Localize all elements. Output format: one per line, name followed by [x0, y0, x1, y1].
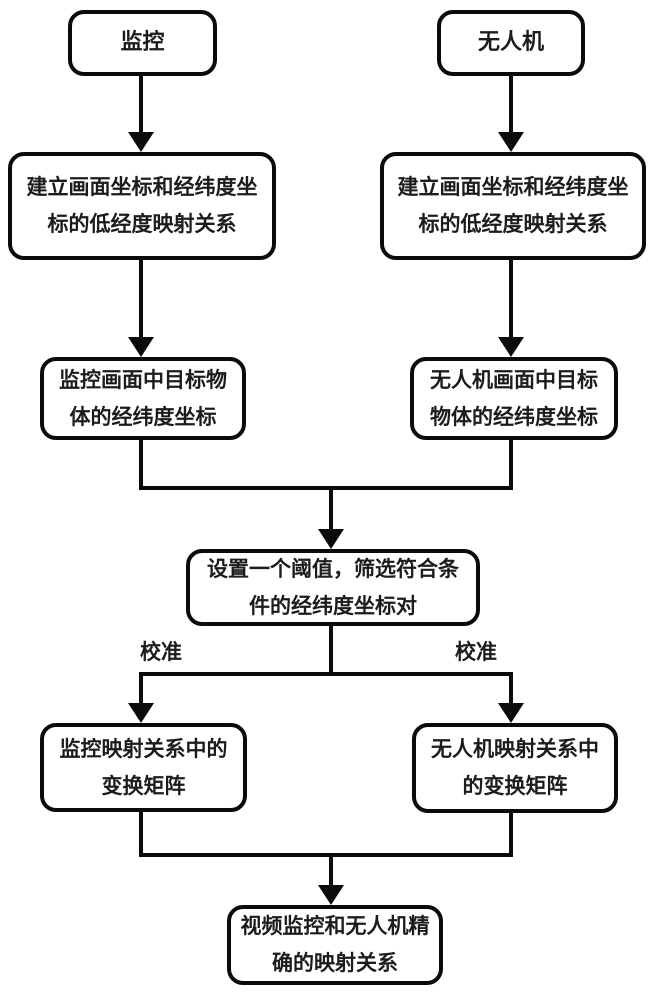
node-threshold-filter: 设置一个阈值，筛选符合条 件的经纬度坐标对 — [186, 549, 480, 626]
merge-right-drop-line — [509, 438, 513, 490]
arrowhead-to-final — [318, 885, 344, 905]
edge-monitor-to-mapping-line — [139, 75, 143, 134]
arrowhead-monitor-to-mapping — [128, 132, 154, 152]
node-drone-lowres-mapping: 建立画面坐标和经纬度坐 标的低经度映射关系 — [380, 152, 646, 260]
node-monitor: 监控 — [68, 10, 217, 76]
node-drone-transform-matrix: 无人机映射关系中 的变换矩阵 — [412, 723, 618, 813]
final-merge-center-line — [329, 853, 333, 887]
branch-right-drop-line — [509, 672, 513, 705]
final-merge-horizontal-line — [139, 853, 513, 857]
final-merge-right-drop-line — [509, 811, 513, 857]
branch-left-drop-line — [139, 672, 143, 705]
node-drone-target-coords: 无人机画面中目标 物体的经纬度坐标 — [410, 357, 618, 440]
node-monitor-transform-matrix: 监控映射关系中的 变换矩阵 — [40, 723, 247, 812]
arrowhead-to-threshold — [318, 529, 344, 549]
node-monitor-target-coords: 监控画面中目标物 体的经纬度坐标 — [40, 357, 246, 440]
label-calibrate-right: 校准 — [455, 640, 497, 664]
edge-monitor-mapping-to-coords-line — [139, 260, 143, 339]
label-calibrate-left: 校准 — [140, 640, 182, 664]
arrowhead-drone-to-mapping — [498, 132, 524, 152]
final-merge-left-drop-line — [139, 811, 143, 857]
arrowhead-to-drone-matrix — [498, 703, 524, 723]
merge-horizontal-line — [139, 486, 513, 490]
node-monitor-lowres-mapping: 建立画面坐标和经纬度坐 标的低经度映射关系 — [8, 152, 276, 260]
merge-center-line — [329, 486, 333, 531]
edge-drone-to-mapping-line — [509, 75, 513, 134]
arrowhead-monitor-mapping-to-coords — [128, 337, 154, 357]
node-drone: 无人机 — [437, 10, 585, 76]
node-final-mapping: 视频监控和无人机精 确的映射关系 — [227, 905, 443, 985]
merge-left-drop-line — [139, 438, 143, 490]
edge-drone-mapping-to-coords-line — [509, 260, 513, 339]
branch-center-line — [329, 624, 333, 676]
arrowhead-to-monitor-matrix — [128, 703, 154, 723]
arrowhead-drone-mapping-to-coords — [498, 337, 524, 357]
branch-horizontal-line — [139, 672, 513, 676]
